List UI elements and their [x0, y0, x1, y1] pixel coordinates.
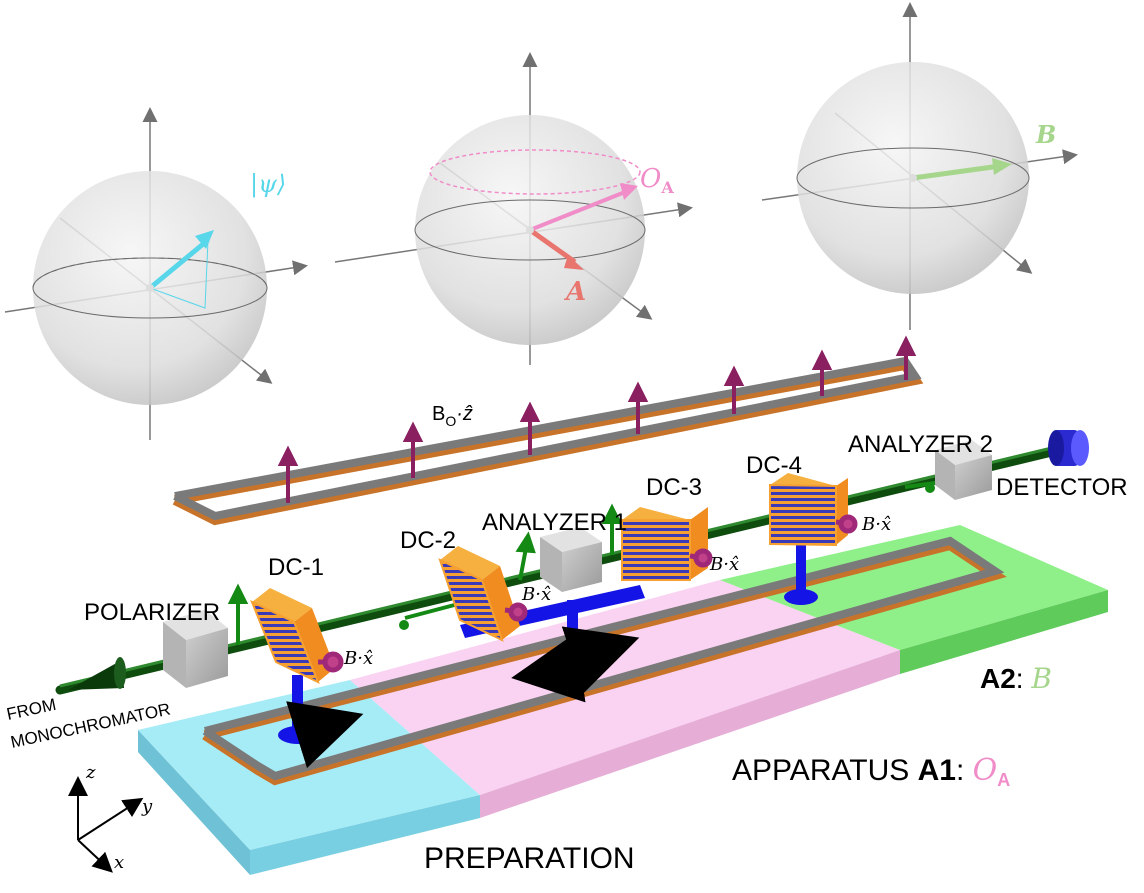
- bloch-sphere-b: [761, 2, 1078, 330]
- dc-3-label: DC-3: [646, 474, 702, 501]
- polarizer-block: [163, 610, 228, 688]
- detector-cylinder: [1048, 430, 1089, 466]
- bloch-sphere-oa: [334, 52, 693, 365]
- upper-coil-rail: [172, 356, 924, 526]
- bx-label-dc4: B·x̂: [861, 514, 891, 535]
- polarizer-label: POLARIZER: [84, 599, 220, 626]
- oa-label: OA: [640, 164, 674, 197]
- stand-dc4: [784, 540, 818, 605]
- a2-zone-top: [720, 525, 1108, 650]
- dc-3-coil: [621, 507, 708, 581]
- dc-4-coil: [769, 473, 848, 547]
- field-arrows: [277, 335, 917, 503]
- monochromator-cone: [68, 657, 126, 690]
- dc-2-label: DC-2: [400, 527, 456, 554]
- bx-label-dc3: B·x̂: [709, 554, 739, 575]
- axes-triad: [68, 776, 144, 873]
- analyzer-1-label: ANALYZER 1: [482, 509, 627, 536]
- bx-label-dc1: B·x̂: [343, 648, 373, 669]
- apparatus-a1-label: APPARATUS A1: OA: [732, 753, 1010, 790]
- b-vector-label: B: [1035, 120, 1056, 149]
- analyzer-2-label: ANALYZER 2: [848, 431, 993, 458]
- a-vector-label: A: [563, 277, 586, 307]
- preparation-label: PREPARATION: [424, 842, 635, 875]
- analyzer-1-block: [540, 527, 602, 592]
- a1-zone-front: [480, 650, 900, 818]
- stand-dc1: [278, 675, 364, 769]
- dc-2-coil: [438, 546, 520, 642]
- detector-label: DETECTOR: [996, 474, 1128, 501]
- psi-label: |ψ⟩: [250, 170, 286, 199]
- dc-4-label: DC-4: [746, 452, 802, 479]
- b0z-label: BO·ẑ: [432, 403, 473, 429]
- a2-zone-front: [900, 590, 1108, 674]
- preparation-zone-front: [250, 795, 480, 875]
- a2-label: A2: B: [980, 662, 1052, 695]
- dc-1-label: DC-1: [268, 554, 324, 581]
- from-label: FROM: [5, 695, 58, 724]
- analyzer-2-block: [935, 440, 992, 500]
- dc-1-coil: [250, 588, 335, 685]
- axis-z-label: z: [85, 762, 96, 783]
- bx-label-dc2: B·x̂: [521, 584, 551, 605]
- axis-x-label: x: [114, 852, 124, 873]
- preparation-zone-side: [138, 730, 250, 875]
- beam-markers: [399, 483, 935, 630]
- dc-field-arrows: [318, 514, 858, 673]
- bloch-sphere-psi: [4, 107, 308, 440]
- axis-y-label: y: [141, 796, 153, 817]
